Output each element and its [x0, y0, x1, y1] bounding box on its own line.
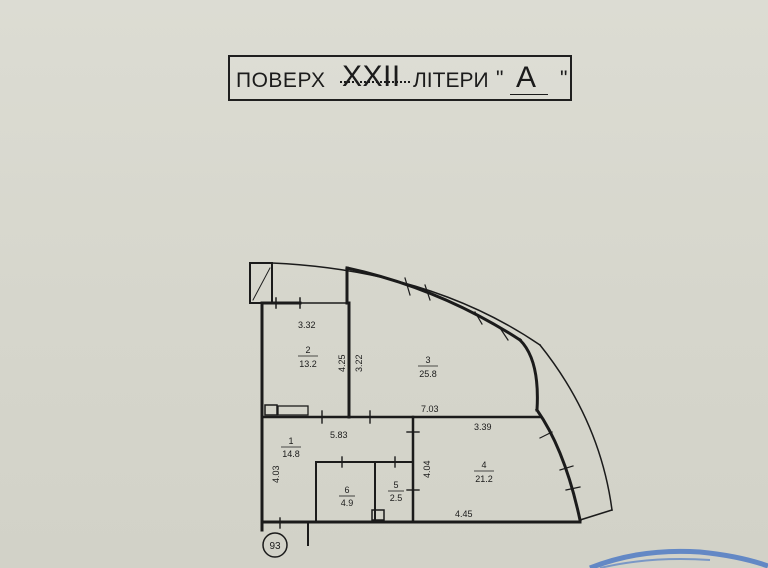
stamp-fragment — [589, 548, 768, 568]
dim-4-04: 4.04 — [422, 460, 432, 478]
room-1-number: 1 — [288, 436, 293, 446]
room-4-number: 4 — [481, 460, 486, 470]
outer-wall-curve-corner — [517, 337, 539, 412]
room-1-area: 14.8 — [282, 449, 300, 459]
kitchen-sink — [264, 404, 278, 416]
dim-4-45: 4.45 — [455, 509, 473, 519]
door-marks — [279, 410, 420, 529]
litera-letter: А — [516, 61, 537, 94]
balcony-curve-upper — [271, 262, 542, 347]
dim-4-03: 4.03 — [271, 465, 281, 483]
dim-3-22: 3.22 — [354, 354, 364, 372]
apartment-number: 93 — [269, 541, 281, 552]
room-2-number: 2 — [305, 345, 310, 355]
kitchen-counter — [277, 405, 309, 416]
room-5-area: 2.5 — [390, 493, 403, 503]
room-5-number: 5 — [393, 480, 398, 490]
litera-underline — [510, 94, 548, 95]
balcony-curve-outer — [538, 343, 613, 511]
balcony-diagonal — [252, 267, 271, 301]
bathroom-fixture — [371, 509, 385, 521]
close-quote: " — [560, 67, 568, 90]
dim-5-83: 5.83 — [330, 430, 348, 440]
balcony-left — [249, 262, 273, 304]
open-quote: " — [496, 67, 504, 90]
balcony-end — [579, 509, 613, 521]
dim-7-03: 7.03 — [421, 404, 439, 414]
floor-number: XXII — [342, 60, 401, 93]
window-marks-curve — [404, 277, 581, 491]
dim-3-32: 3.32 — [298, 320, 316, 330]
floor-title-box: ПОВЕРХ XXII ЛІТЕРИ " А " — [228, 55, 572, 101]
room-6-area: 4.9 — [341, 498, 354, 508]
outer-wall-curve-room-4 — [534, 407, 582, 522]
dim-4-25: 4.25 — [337, 354, 347, 372]
room-3-number: 3 — [425, 355, 430, 365]
floor-number-dotted-line — [340, 81, 410, 83]
floor-word: ПОВЕРХ — [236, 69, 326, 92]
room-2-area: 13.2 — [299, 359, 317, 369]
room-4-area: 21.2 — [475, 474, 493, 484]
dim-3-39: 3.39 — [474, 422, 492, 432]
litera-word: ЛІТЕРИ — [413, 69, 489, 92]
room-3-area: 25.8 — [419, 369, 437, 379]
apartment-number-circle — [262, 532, 288, 558]
room-6-number: 6 — [344, 485, 349, 495]
outer-wall-curve-room-3 — [345, 266, 523, 343]
